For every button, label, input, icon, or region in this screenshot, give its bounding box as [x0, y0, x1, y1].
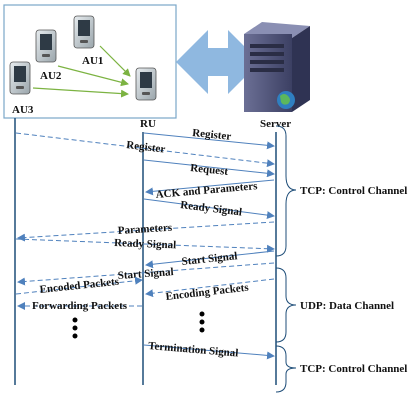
server-icon: [244, 22, 310, 112]
message-arrow: [15, 132, 275, 168]
message-label: Termination Signal: [148, 340, 239, 360]
au2-arrow: [57, 65, 129, 87]
double-arrow-icon: [176, 30, 260, 94]
message-arrow: [15, 238, 275, 253]
message-label: Forwarding Packets: [32, 300, 128, 312]
au3-arrow: [32, 87, 129, 98]
au2-label: AU2: [40, 70, 62, 82]
message-arrow: [143, 198, 275, 220]
au3-device-icon: [9, 61, 31, 95]
message-arrow: [17, 221, 275, 242]
message-label: Register: [126, 139, 166, 156]
message-label: Ready Signal: [180, 199, 243, 218]
message-arrow: [15, 276, 143, 295]
message-label: Parameters: [117, 222, 173, 237]
message-label: Encoding Packets: [165, 282, 250, 303]
au2-device-icon: [35, 29, 57, 63]
message-label: Start Signal: [117, 266, 174, 282]
message-label: Start Signal: [181, 250, 238, 268]
message-arrow: [145, 278, 275, 298]
tcp-control-bracket-2: [275, 345, 297, 393]
message-arrow: [17, 262, 275, 286]
udp-data-bracket: [275, 267, 297, 343]
message-arrow: [143, 132, 275, 150]
channel-label: UDP: Data Channel: [300, 300, 394, 312]
au1-label: AU1: [82, 55, 103, 67]
ru-label: RU: [140, 118, 156, 130]
au3-label: AU3: [12, 104, 34, 116]
continuation-dots: [72, 311, 205, 339]
channel-label: TCP: Control Channel: [300, 363, 407, 375]
message-arrow: [145, 250, 275, 269]
message-label: Request: [190, 162, 229, 178]
message-label: Register: [192, 127, 232, 143]
au1-arrow: [99, 45, 131, 77]
au-to-ru-arrows: [32, 45, 131, 98]
message-label: Encoded Packets: [39, 276, 120, 296]
message-arrow: [143, 159, 275, 178]
ru-device-icon: [135, 67, 157, 101]
message-label: ACK and Parameters: [155, 180, 258, 201]
au1-device-icon: [73, 15, 95, 49]
server-label: Server: [260, 118, 291, 130]
message-label: Ready Signal: [114, 237, 176, 251]
tcp-control-bracket-1: [275, 125, 297, 257]
channel-label: TCP: Control Channel: [300, 185, 407, 197]
message-arrow: [143, 344, 275, 360]
message-list: Register Register Request ACK and Parame…: [15, 127, 275, 360]
devices-box: [3, 4, 177, 119]
message-arrow: [145, 179, 275, 196]
